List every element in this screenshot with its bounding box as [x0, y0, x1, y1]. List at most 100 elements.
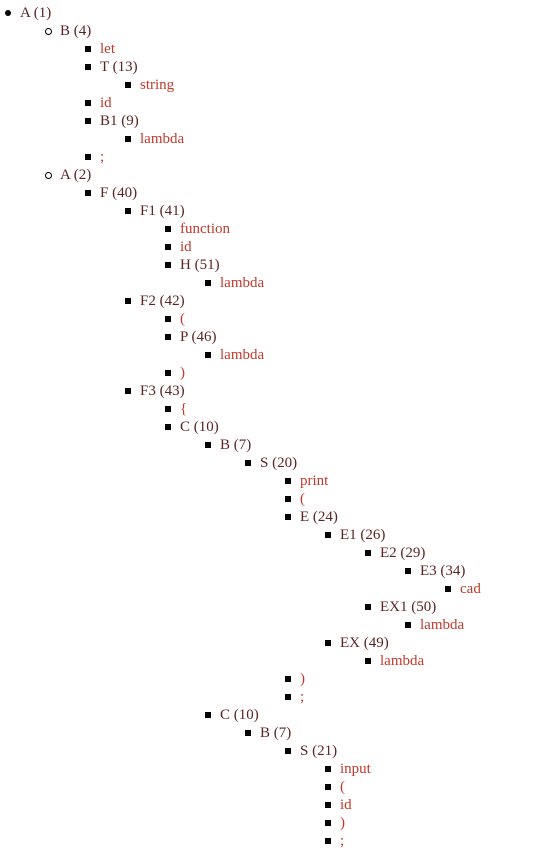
tree-node: let [0, 40, 559, 58]
circle-bullet-icon [45, 172, 52, 179]
square-bullet-icon [125, 136, 131, 142]
square-bullet-icon [285, 748, 291, 754]
square-bullet-icon [125, 298, 131, 304]
nonterminal-label: E3 (34) [420, 563, 466, 579]
nonterminal-label: EX (49) [340, 635, 389, 651]
tree-node: B (4) [0, 22, 559, 40]
square-bullet-icon [85, 118, 91, 124]
terminal-label: ( [180, 311, 185, 327]
square-bullet-icon [165, 316, 171, 322]
tree-node: T (13) [0, 58, 559, 76]
tree-node: cad [0, 580, 559, 598]
square-bullet-icon [245, 730, 251, 736]
terminal-label: lambda [380, 653, 425, 669]
square-bullet-icon [365, 658, 371, 664]
square-bullet-icon [405, 568, 411, 574]
tree-node: F2 (42) [0, 292, 559, 310]
terminal-label: let [100, 41, 115, 57]
square-bullet-icon [325, 802, 331, 808]
terminal-label: ) [340, 815, 345, 831]
square-bullet-icon [165, 424, 171, 430]
nonterminal-label: C (10) [220, 707, 259, 723]
nonterminal-label: F (40) [100, 185, 138, 201]
tree-node: function [0, 220, 559, 238]
nonterminal-label: F2 (42) [140, 293, 185, 309]
tree-node: ) [0, 814, 559, 832]
square-bullet-icon [365, 604, 371, 610]
nonterminal-label: EX1 (50) [380, 599, 437, 615]
tree-node: ) [0, 670, 559, 688]
tree-node: B (7) [0, 436, 559, 454]
square-bullet-icon [165, 262, 171, 268]
square-bullet-icon [325, 766, 331, 772]
tree-node: S (20) [0, 454, 559, 472]
terminal-label: cad [460, 581, 481, 597]
nonterminal-label: B (7) [220, 437, 252, 453]
tree-node: E2 (29) [0, 544, 559, 562]
square-bullet-icon [285, 694, 291, 700]
tree-node: ( [0, 778, 559, 796]
tree-node: E3 (34) [0, 562, 559, 580]
tree-node: S (21) [0, 742, 559, 760]
square-bullet-icon [365, 550, 371, 556]
nonterminal-label: H (51) [180, 257, 220, 273]
square-bullet-icon [125, 82, 131, 88]
nonterminal-label: E (24) [300, 509, 338, 525]
tree-node: id [0, 238, 559, 256]
square-bullet-icon [85, 190, 91, 196]
square-bullet-icon [285, 478, 291, 484]
square-bullet-icon [85, 100, 91, 106]
tree-node: lambda [0, 274, 559, 292]
square-bullet-icon [165, 370, 171, 376]
tree-node: string [0, 76, 559, 94]
square-bullet-icon [165, 334, 171, 340]
terminal-label: print [300, 473, 329, 489]
nonterminal-label: B (7) [260, 725, 292, 741]
tree-node: A (1) [0, 4, 559, 22]
terminal-label: input [340, 761, 371, 777]
tree-node: ( [0, 310, 559, 328]
square-bullet-icon [125, 388, 131, 394]
terminal-label: id [100, 95, 112, 111]
terminal-label: string [140, 77, 175, 93]
nonterminal-label: P (46) [180, 329, 217, 345]
tree-node: B1 (9) [0, 112, 559, 130]
tree-node: lambda [0, 130, 559, 148]
nonterminal-label: E1 (26) [340, 527, 386, 543]
disc-bullet-icon [5, 10, 11, 16]
terminal-label: id [340, 797, 352, 813]
terminal-label: ) [300, 671, 305, 687]
square-bullet-icon [445, 586, 451, 592]
tree-node: ; [0, 148, 559, 166]
tree-node: ( [0, 490, 559, 508]
tree-node: ) [0, 364, 559, 382]
tree-node: EX (49) [0, 634, 559, 652]
terminal-label: ( [340, 779, 345, 795]
terminal-label: id [180, 239, 192, 255]
tree-node: F3 (43) [0, 382, 559, 400]
square-bullet-icon [125, 208, 131, 214]
nonterminal-label: S (21) [300, 743, 338, 759]
tree-node: C (10) [0, 418, 559, 436]
tree-node: E (24) [0, 508, 559, 526]
nonterminal-label: F1 (41) [140, 203, 185, 219]
tree-node: P (46) [0, 328, 559, 346]
terminal-label: function [180, 221, 230, 237]
square-bullet-icon [205, 712, 211, 718]
square-bullet-icon [205, 352, 211, 358]
tree-node: id [0, 94, 559, 112]
square-bullet-icon [325, 532, 331, 538]
tree-node: { [0, 400, 559, 418]
square-bullet-icon [285, 496, 291, 502]
nonterminal-label: S (20) [260, 455, 298, 471]
square-bullet-icon [285, 676, 291, 682]
circle-bullet-icon [45, 28, 52, 35]
square-bullet-icon [165, 244, 171, 250]
nonterminal-label: A (1) [20, 5, 52, 21]
square-bullet-icon [165, 226, 171, 232]
tree-node: lambda [0, 616, 559, 634]
square-bullet-icon [205, 442, 211, 448]
tree-node: E1 (26) [0, 526, 559, 544]
terminal-label: ) [180, 365, 185, 381]
